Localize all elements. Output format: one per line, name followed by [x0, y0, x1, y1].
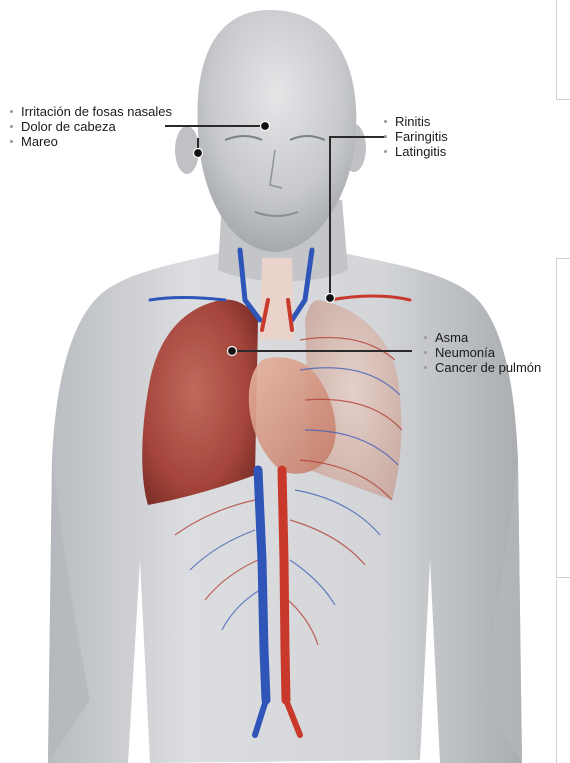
frame-edge-top-foot	[556, 99, 570, 100]
marker-nose	[261, 122, 270, 131]
marker-lung	[228, 347, 237, 356]
label-pneumonia: Neumonía	[422, 345, 541, 360]
label-asthma: Asma	[422, 330, 541, 345]
label-rhinitis: Rinitis	[382, 114, 448, 129]
label-pharyngitis: Faringitis	[382, 129, 448, 144]
symptom-labels-head: Irritación de fosas nasales Dolor de cab…	[8, 104, 172, 149]
frame-edge-bottom	[556, 580, 557, 763]
marker-ear	[194, 149, 203, 158]
label-dizziness: Mareo	[8, 134, 172, 149]
label-headache: Dolor de cabeza	[8, 119, 172, 134]
frame-edge-middle	[556, 258, 557, 578]
symptom-labels-lungs: Asma Neumonía Cancer de pulmón	[422, 330, 541, 375]
label-laryngitis: Latingitis	[382, 144, 448, 159]
label-nasal-irritation: Irritación de fosas nasales	[8, 104, 172, 119]
label-lung-cancer: Cancer de pulmón	[422, 360, 541, 375]
frame-edge-middle-top	[556, 258, 570, 259]
aorta	[282, 470, 286, 700]
frame-edge-middle-foot	[556, 577, 570, 578]
marker-throat	[326, 294, 335, 303]
frame-edge-top	[556, 0, 557, 100]
symptom-labels-throat: Rinitis Faringitis Latingitis	[382, 114, 448, 159]
